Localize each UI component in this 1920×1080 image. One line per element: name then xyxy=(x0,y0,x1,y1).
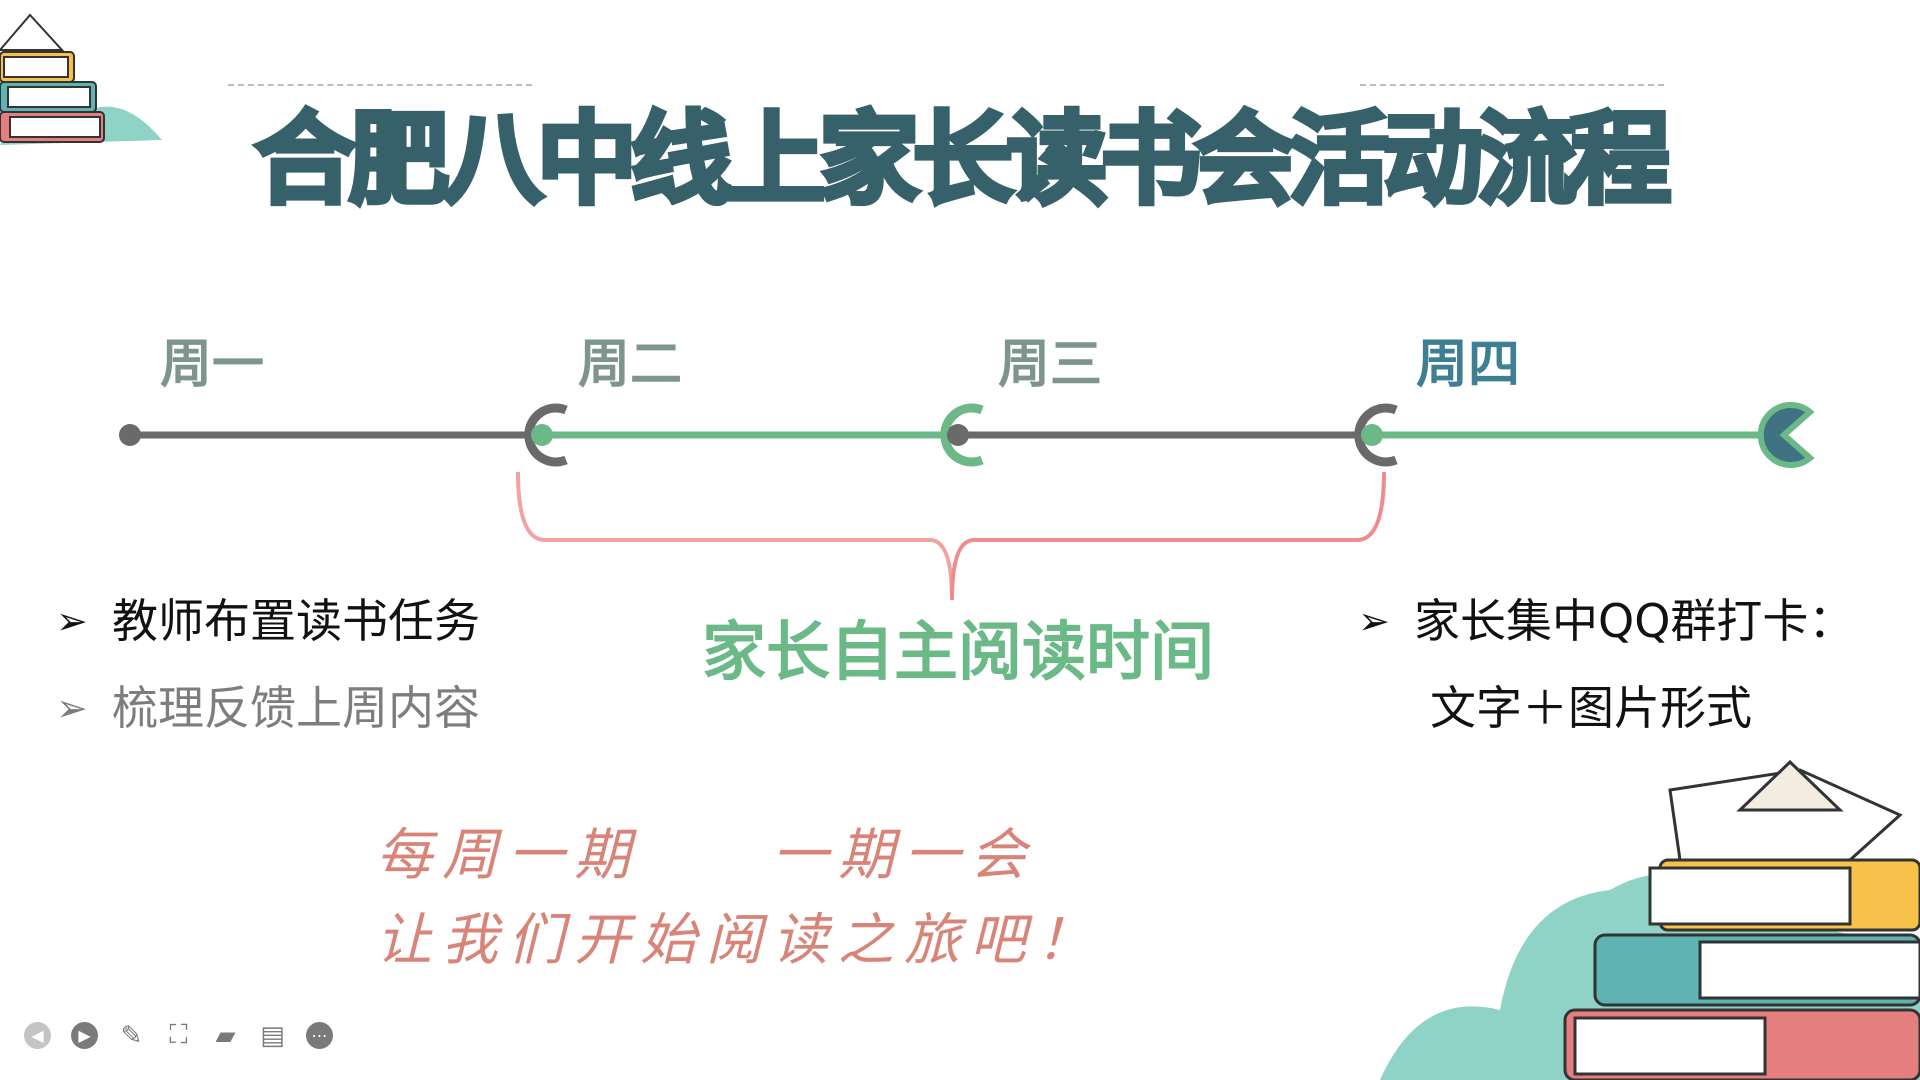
presentation-toolbar: ◀ ▶ ✎ ⛶ ▰ ▤ ⋯ xyxy=(24,1020,333,1051)
bullet-text: 教师布置读书任务 xyxy=(112,594,480,648)
decor-dash-right xyxy=(1360,84,1664,86)
timeline xyxy=(119,402,1815,600)
timeline-node-tue xyxy=(524,403,568,467)
slogan-line-2: 让我们开始阅读之旅吧！ xyxy=(376,908,1102,973)
page-title: 合肥八中线上家长读书会活动流程 xyxy=(253,99,1674,221)
bullet-item-qq-checkin: ➢ 家长集中QQ群打卡： xyxy=(1358,593,1854,649)
camera-icon[interactable]: ▰ xyxy=(215,1020,236,1051)
bullet-item-teacher-task: ➢ 教师布置读书任务 xyxy=(56,593,480,649)
arrow-bullet-icon: ➢ xyxy=(56,686,88,730)
timeline-node-thu xyxy=(1354,403,1398,467)
bullet-text: 文字＋图片形式 xyxy=(1430,681,1752,735)
timeline-start-dot xyxy=(119,424,141,446)
timeline-end-node xyxy=(1757,402,1815,468)
arrow-bullet-icon: ➢ xyxy=(1358,599,1390,643)
zoom-icon[interactable]: ⛶ xyxy=(169,1020,188,1050)
comment-icon[interactable]: ▤ xyxy=(260,1020,285,1051)
day-label-thu: 周四 xyxy=(1416,335,1521,395)
day-label-wed: 周三 xyxy=(998,335,1103,395)
bullet-text: 梳理反馈上周内容 xyxy=(112,681,480,735)
bullet-text: 家长集中QQ群打卡： xyxy=(1414,594,1855,648)
more-icon[interactable]: ⋯ xyxy=(306,1022,333,1049)
play-icon[interactable]: ▶ xyxy=(71,1022,98,1049)
timeline-brace xyxy=(516,471,954,600)
bullet-item-qq-checkin-line2: 文字＋图片形式 xyxy=(1430,680,1752,736)
prev-icon[interactable]: ◀ xyxy=(24,1022,51,1049)
day-label-mon: 周一 xyxy=(160,335,265,395)
pen-icon[interactable]: ✎ xyxy=(120,1020,143,1051)
reading-time-label: 家长自主阅读时间 xyxy=(702,616,1214,690)
decor-dash-left xyxy=(228,84,532,86)
bullet-item-feedback: ➢ 梳理反馈上周内容 xyxy=(56,680,480,736)
day-label-tue: 周二 xyxy=(578,335,683,395)
slogan-line-1: 每周一期 一期一会 xyxy=(376,823,1036,888)
timeline-node-wed xyxy=(940,403,984,467)
books-illustration-bottom-right xyxy=(1380,759,1920,1080)
books-illustration-top-left xyxy=(0,13,162,145)
arrow-bullet-icon: ➢ xyxy=(56,599,88,643)
